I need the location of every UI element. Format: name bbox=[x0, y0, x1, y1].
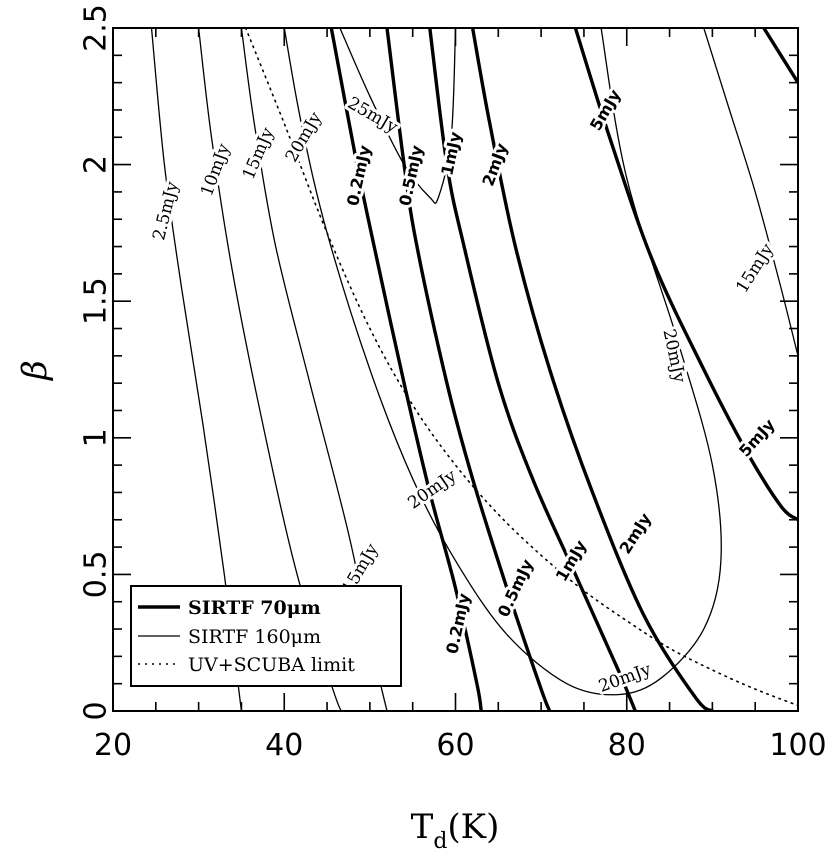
contour-label-10-0: 20mJy bbox=[282, 108, 327, 165]
limit-line-12 bbox=[244, 28, 798, 707]
legend-box bbox=[130, 585, 402, 687]
legend-label-limit: UV+SCUBA limit bbox=[188, 654, 355, 676]
tick-labels: 20 40 60 80 100 0 0.5 1 1.5 2 2.5 bbox=[79, 4, 827, 763]
x-tick-label: 80 bbox=[608, 728, 646, 763]
y-tick-label: 1.5 bbox=[79, 277, 114, 325]
y-tick-label: 0.5 bbox=[79, 551, 114, 599]
contour-70um-line-4 bbox=[573, 28, 798, 522]
contour-label-2-1: 1mJy bbox=[552, 536, 591, 584]
contour-label-4-0: 5mJy bbox=[586, 86, 625, 134]
contour-160um-line-11 bbox=[339, 28, 457, 204]
contour-160um-line-9 bbox=[703, 28, 798, 357]
contour-label-9-0: 15mJy bbox=[732, 240, 778, 297]
x-axis-label: Td(K) bbox=[411, 807, 500, 854]
contour-70um-line-5 bbox=[762, 28, 798, 85]
contour-label-6-0: 2.5mJy bbox=[149, 179, 183, 242]
legend: SIRTF 70μm SIRTF 160μm UV+SCUBA limit bbox=[130, 585, 402, 687]
x-tick-label: 40 bbox=[265, 728, 303, 763]
x-tick-label: 60 bbox=[436, 728, 474, 763]
contour-70um-line-3 bbox=[470, 28, 715, 711]
y-tick-label: 2 bbox=[79, 155, 114, 174]
axis-ticks bbox=[112, 27, 799, 712]
contour-label-0-0: 0.2mJy bbox=[343, 143, 374, 208]
contour-160um-line-10 bbox=[283, 28, 722, 696]
contour-70um-line-0 bbox=[329, 28, 483, 711]
x-tick-label: 100 bbox=[769, 728, 826, 763]
y-tick-label: 1 bbox=[79, 428, 114, 447]
contour-label-10-3: 20mJy bbox=[658, 327, 689, 385]
legend-label-160: SIRTF 160μm bbox=[188, 626, 321, 648]
contour-label-1-0: 0.5mJy bbox=[395, 143, 426, 208]
contour-curves bbox=[150, 28, 798, 711]
contour-label-3-0: 2mJy bbox=[478, 140, 511, 189]
y-axis-label: β bbox=[15, 360, 55, 382]
contour-label-8-0: 15mJy bbox=[239, 124, 279, 182]
y-tick-label: 2.5 bbox=[79, 4, 114, 52]
legend-label-70: SIRTF 70μm bbox=[188, 597, 321, 619]
contour-label-11-0: 25mJy bbox=[344, 93, 401, 138]
contour-label-3-1: 2mJy bbox=[616, 509, 656, 557]
contour-label-7-0: 10mJy bbox=[197, 141, 234, 199]
contour-label-10-2: 20mJy bbox=[596, 659, 654, 696]
contour-label-4-1: 5mJy bbox=[735, 415, 779, 461]
x-tick-label: 20 bbox=[94, 728, 132, 763]
y-tick-label: 0 bbox=[79, 701, 114, 720]
